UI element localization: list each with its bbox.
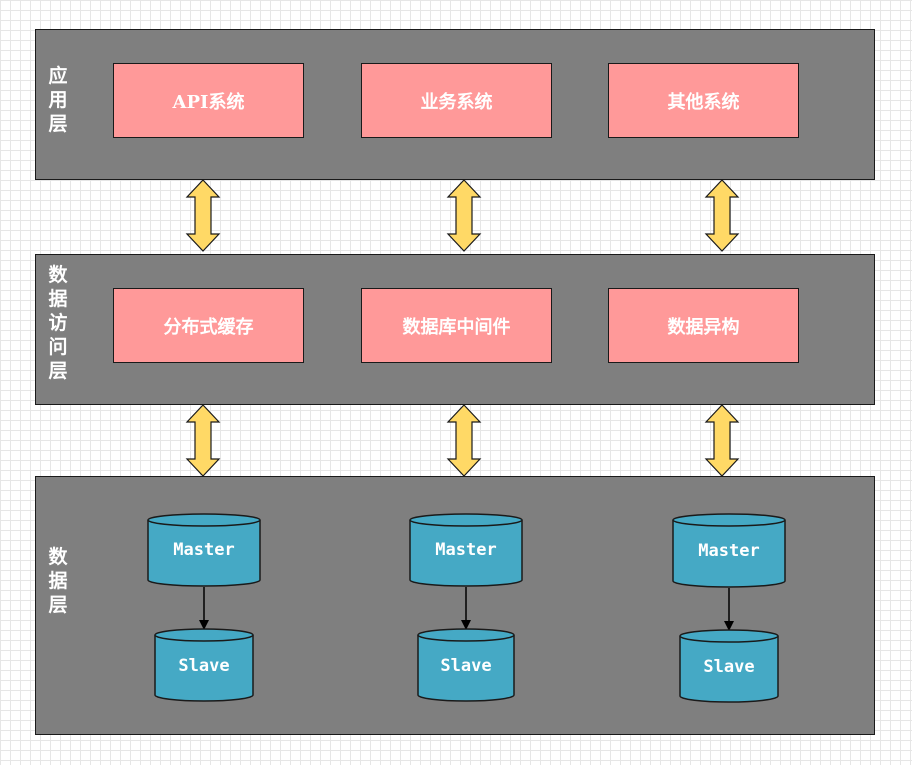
data-access-layer-label: 数据访问层 [48,264,68,382]
distributed-cache-box: 分布式缓存 [113,288,304,363]
data-layer: 数据层 [35,476,875,735]
double-arrow-access-data-3 [704,404,740,477]
api-system-box: API系统 [113,63,304,138]
double-arrow-access-data-2 [446,404,482,477]
application-layer-label: 应用层 [48,65,68,135]
double-arrow-app-access-1 [185,179,221,252]
other-system-box: 其他系统 [608,63,799,138]
data-layer-label: 数据层 [48,546,68,616]
double-arrow-app-access-2 [446,179,482,252]
double-arrow-access-data-1 [185,404,221,477]
database-middleware-box: 数据库中间件 [361,288,552,363]
double-arrow-app-access-3 [704,179,740,252]
business-system-box: 业务系统 [361,63,552,138]
data-heterogeneity-box: 数据异构 [608,288,799,363]
